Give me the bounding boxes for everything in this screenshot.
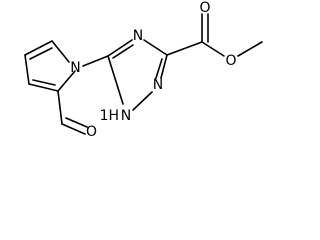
bond-triazole-n4-c3: [143, 39, 168, 56]
atom-label-triazole-n4: N: [133, 28, 143, 44]
atom-label-triazole-nh-prefix: 1H: [100, 108, 119, 124]
bond-pyrrole-c5-n1: [51, 40, 70, 63]
bond-pyrrole-c2-c3: [28, 83, 59, 92]
atom-label-ester-o: O: [225, 53, 236, 69]
bond-triazole-n2-n1: [132, 91, 153, 111]
bond-formyl-c-o-double: [65, 117, 88, 128]
atom-label-pyrrole-n: N: [70, 60, 80, 76]
atom-label-triazole-nh-n: N: [121, 108, 131, 124]
bond-triazole-n1-c5: [107, 55, 124, 105]
atom-labels: N O N N 1H N O O: [70, 0, 236, 140]
triazole-ring: [107, 39, 168, 111]
bond-pyrrole-c4-c5-double: [29, 47, 53, 60]
bond-formyl-c-o: [61, 123, 86, 135]
bond-c2-formyl-c: [57, 90, 63, 125]
bond-pyrrole-c3-c4: [24, 54, 30, 85]
bond-pyrrole-c2-c3-double: [32, 79, 56, 86]
chemical-structure-diagram: N O N N 1H N O O: [24, 0, 263, 140]
bond-triazole-c3-n2-inner: [155, 58, 163, 79]
formyl-group: [57, 90, 88, 135]
atom-label-triazole-n2: N: [153, 77, 163, 93]
atom-label-carbonyl-o: O: [199, 0, 210, 16]
bond-triazole-c5-n4-double: [107, 39, 133, 57]
bond-pyrrole-c4-c5: [24, 40, 53, 56]
bond-triazole-c5-n4-inner: [112, 44, 134, 59]
atom-label-aldehyde-o: O: [86, 124, 97, 140]
bond-triazole-c3-n2-double: [160, 54, 168, 79]
bond-ester-o-methyl: [237, 41, 263, 57]
bond-pyrrole-n-triazole-c5: [82, 55, 109, 67]
bond-pyrrole-n1-c2: [57, 70, 76, 92]
methyl-ester-group: [166, 13, 263, 57]
pyrrole-ring: [24, 40, 76, 92]
bond-c3-carbonyl-c: [166, 41, 203, 56]
bond-carbonyl-c-ester-o: [201, 41, 225, 57]
